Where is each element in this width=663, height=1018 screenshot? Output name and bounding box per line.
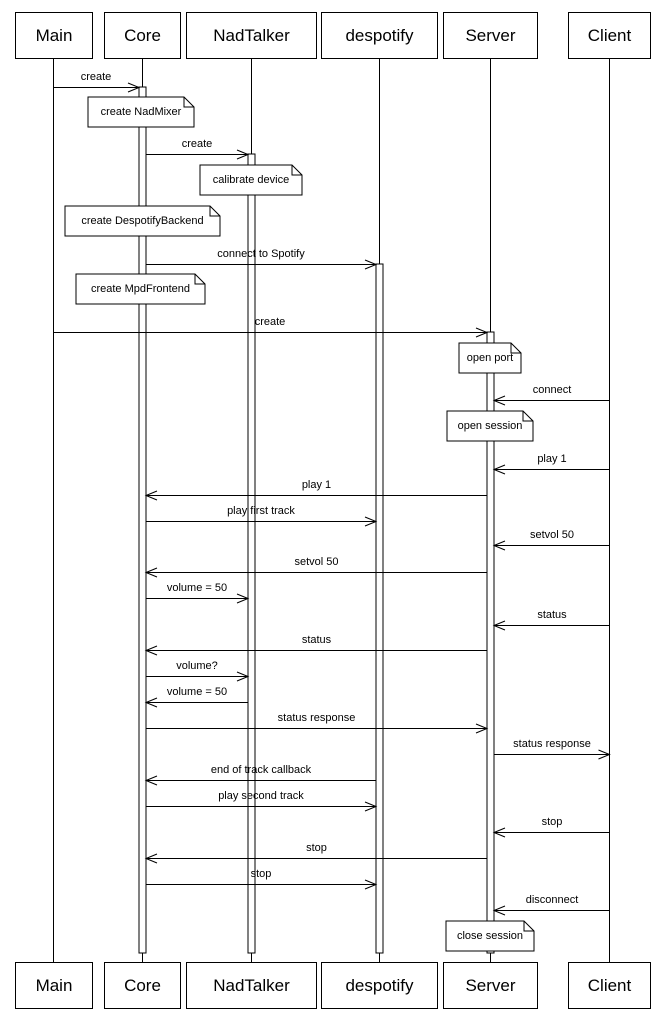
message-label-play1-server: play 1 bbox=[301, 479, 332, 491]
participant-bottom-core: Core bbox=[104, 962, 181, 1009]
participant-top-server: Server bbox=[443, 12, 538, 59]
message-label-stop-client: stop bbox=[541, 816, 563, 828]
participant-label: Core bbox=[124, 25, 161, 45]
participant-label: NadTalker bbox=[213, 975, 290, 995]
participant-top-main: Main bbox=[15, 12, 93, 59]
participant-label: despotify bbox=[345, 25, 414, 45]
arrow-disconnect bbox=[492, 905, 610, 916]
participant-bottom-client: Client bbox=[568, 962, 651, 1009]
message-label-play-first-track: play first track bbox=[227, 505, 295, 517]
note-shape-create-despotifybackend bbox=[64, 205, 221, 237]
participant-label: Server bbox=[465, 25, 516, 45]
arrow-create-main-core bbox=[53, 82, 141, 93]
note-shape-create-nadmixer bbox=[87, 96, 195, 128]
arrow-volume-question bbox=[146, 671, 250, 682]
arrow-setvol50-server-core bbox=[144, 567, 487, 578]
note-open-session: open session bbox=[457, 420, 523, 432]
participant-label: Client bbox=[587, 975, 632, 995]
note-open-port: open port bbox=[466, 352, 514, 364]
message-label-volume50-return: volume = 50 bbox=[166, 686, 228, 698]
activation-bar-core bbox=[138, 86, 147, 954]
participant-label: despotify bbox=[345, 975, 414, 995]
arrow-setvol50-client-server bbox=[492, 540, 610, 551]
arrow-volume50-return bbox=[144, 697, 248, 708]
message-label-create-core-nadtalker: create bbox=[181, 138, 213, 150]
message-label-play-second-track: play second track bbox=[218, 790, 304, 802]
arrow-create-main-server bbox=[53, 327, 489, 338]
participant-bottom-main: Main bbox=[15, 962, 93, 1009]
arrow-play1-server-core bbox=[144, 490, 487, 501]
arrow-volume50-core-nadtalker bbox=[146, 593, 250, 604]
arrow-stop-client-server bbox=[492, 827, 610, 838]
participant-label: Core bbox=[124, 975, 161, 995]
note-shapes bbox=[64, 96, 535, 952]
message-label-status-client: status bbox=[537, 609, 567, 621]
participant-label: Server bbox=[465, 975, 516, 995]
note-create-despotifybackend: create DespotifyBackend bbox=[81, 215, 204, 227]
participant-label: Main bbox=[35, 25, 73, 45]
arrow-connect-to-spotify bbox=[146, 259, 378, 270]
message-label-status-server: status bbox=[301, 634, 332, 646]
message-label-connect-to-spotify: connect to Spotify bbox=[217, 248, 305, 260]
participant-bottom-nadtalker: NadTalker bbox=[186, 962, 317, 1009]
arrow-status-server-core bbox=[144, 645, 487, 656]
arrow-create-core-nadtalker bbox=[146, 149, 250, 160]
message-label-play1-client: play 1 bbox=[537, 453, 567, 465]
participant-top-client: Client bbox=[568, 12, 651, 59]
participant-bottom-despotify: despotify bbox=[321, 962, 438, 1009]
arrow-stop-core-despotify bbox=[146, 879, 378, 890]
message-arrows bbox=[53, 82, 611, 916]
participant-label: Main bbox=[35, 975, 73, 995]
lifelines bbox=[53, 59, 610, 962]
message-label-stop-server: stop bbox=[306, 842, 327, 854]
note-create-nadmixer: create NadMixer bbox=[100, 106, 182, 118]
note-shape-calibrate-device bbox=[199, 164, 303, 196]
arrow-connect bbox=[492, 395, 610, 406]
message-label-volume-question: volume? bbox=[176, 660, 218, 672]
activation-bar-nadtalker bbox=[247, 153, 256, 954]
message-label-volume50-set: volume = 50 bbox=[166, 582, 228, 594]
participant-bottom-server: Server bbox=[443, 962, 538, 1009]
note-create-mpdfrontend: create MpdFrontend bbox=[90, 283, 191, 295]
arrow-stop-server-core bbox=[144, 853, 487, 864]
participant-label: NadTalker bbox=[213, 25, 290, 45]
message-label-stop-despotify: stop bbox=[250, 868, 272, 880]
message-label-setvol50-server: setvol 50 bbox=[294, 556, 339, 568]
arrow-play1-client-server bbox=[492, 464, 610, 475]
participant-top-despotify: despotify bbox=[321, 12, 438, 59]
note-shape-open-port bbox=[458, 342, 522, 374]
participant-top-nadtalker: NadTalker bbox=[186, 12, 317, 59]
note-calibrate-device: calibrate device bbox=[212, 174, 290, 186]
arrow-play-second-track bbox=[146, 801, 378, 812]
message-label-create-main-core: create bbox=[80, 71, 112, 83]
activation-bar-despotify bbox=[375, 263, 384, 954]
arrow-play-first-track bbox=[146, 516, 378, 527]
participant-top-core: Core bbox=[104, 12, 181, 59]
message-label-end-of-track-callback: end of track callback bbox=[210, 764, 312, 776]
message-label-connect: connect bbox=[532, 384, 572, 396]
activation-bars bbox=[138, 86, 495, 954]
arrow-end-of-track-callback bbox=[144, 775, 376, 786]
activation-bar-server bbox=[486, 331, 495, 954]
message-label-create-main-server: create bbox=[254, 316, 286, 328]
note-close-session: close session bbox=[456, 930, 524, 942]
note-shape-create-mpdfrontend bbox=[75, 273, 206, 305]
note-shape-open-session bbox=[446, 410, 534, 442]
message-label-status-response-core: status response bbox=[277, 712, 356, 724]
arrow-status-response-core-server bbox=[146, 723, 489, 734]
message-label-disconnect: disconnect bbox=[525, 894, 579, 906]
message-label-setvol50-client: setvol 50 bbox=[529, 529, 575, 541]
message-label-status-response-client: status response bbox=[513, 738, 591, 750]
arrow-status-client-server bbox=[492, 620, 610, 631]
participant-label: Client bbox=[587, 25, 632, 45]
note-shape-close-session bbox=[445, 920, 535, 952]
arrow-status-response-server-client bbox=[494, 749, 611, 760]
